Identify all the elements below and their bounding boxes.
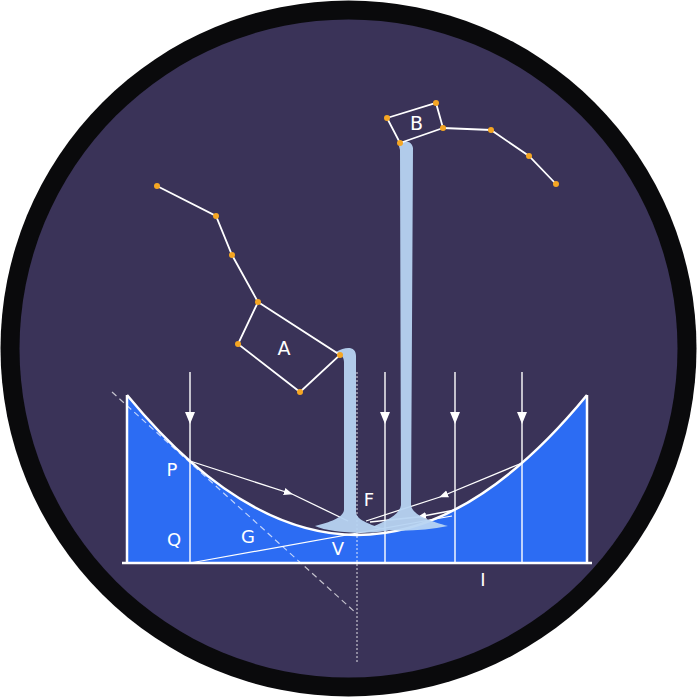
milk-stream bbox=[372, 141, 448, 531]
constellation-outline bbox=[238, 302, 340, 392]
stars bbox=[154, 127, 559, 258]
milk-stream bbox=[315, 348, 390, 533]
point-label: G bbox=[241, 528, 255, 546]
star bbox=[433, 100, 439, 106]
constellation-box: A bbox=[238, 302, 340, 392]
point-label: P bbox=[167, 461, 178, 479]
star bbox=[440, 125, 446, 131]
constellation-label: B bbox=[410, 114, 423, 133]
constellation-box: B bbox=[387, 103, 443, 143]
star bbox=[297, 389, 303, 395]
star bbox=[337, 352, 343, 358]
point-label: F bbox=[364, 491, 374, 509]
constellation-outline bbox=[387, 103, 443, 143]
star bbox=[255, 299, 261, 305]
tangent-line bbox=[112, 392, 356, 613]
constellation-label: A bbox=[278, 339, 291, 358]
point-label: Q bbox=[167, 531, 181, 549]
constellation-line bbox=[443, 128, 556, 184]
constellation-line bbox=[157, 186, 258, 302]
star bbox=[384, 115, 390, 121]
sky bbox=[20, 20, 678, 678]
star bbox=[397, 140, 403, 146]
point-label: I bbox=[480, 571, 485, 589]
star bbox=[235, 341, 241, 347]
point-label: V bbox=[332, 540, 344, 558]
